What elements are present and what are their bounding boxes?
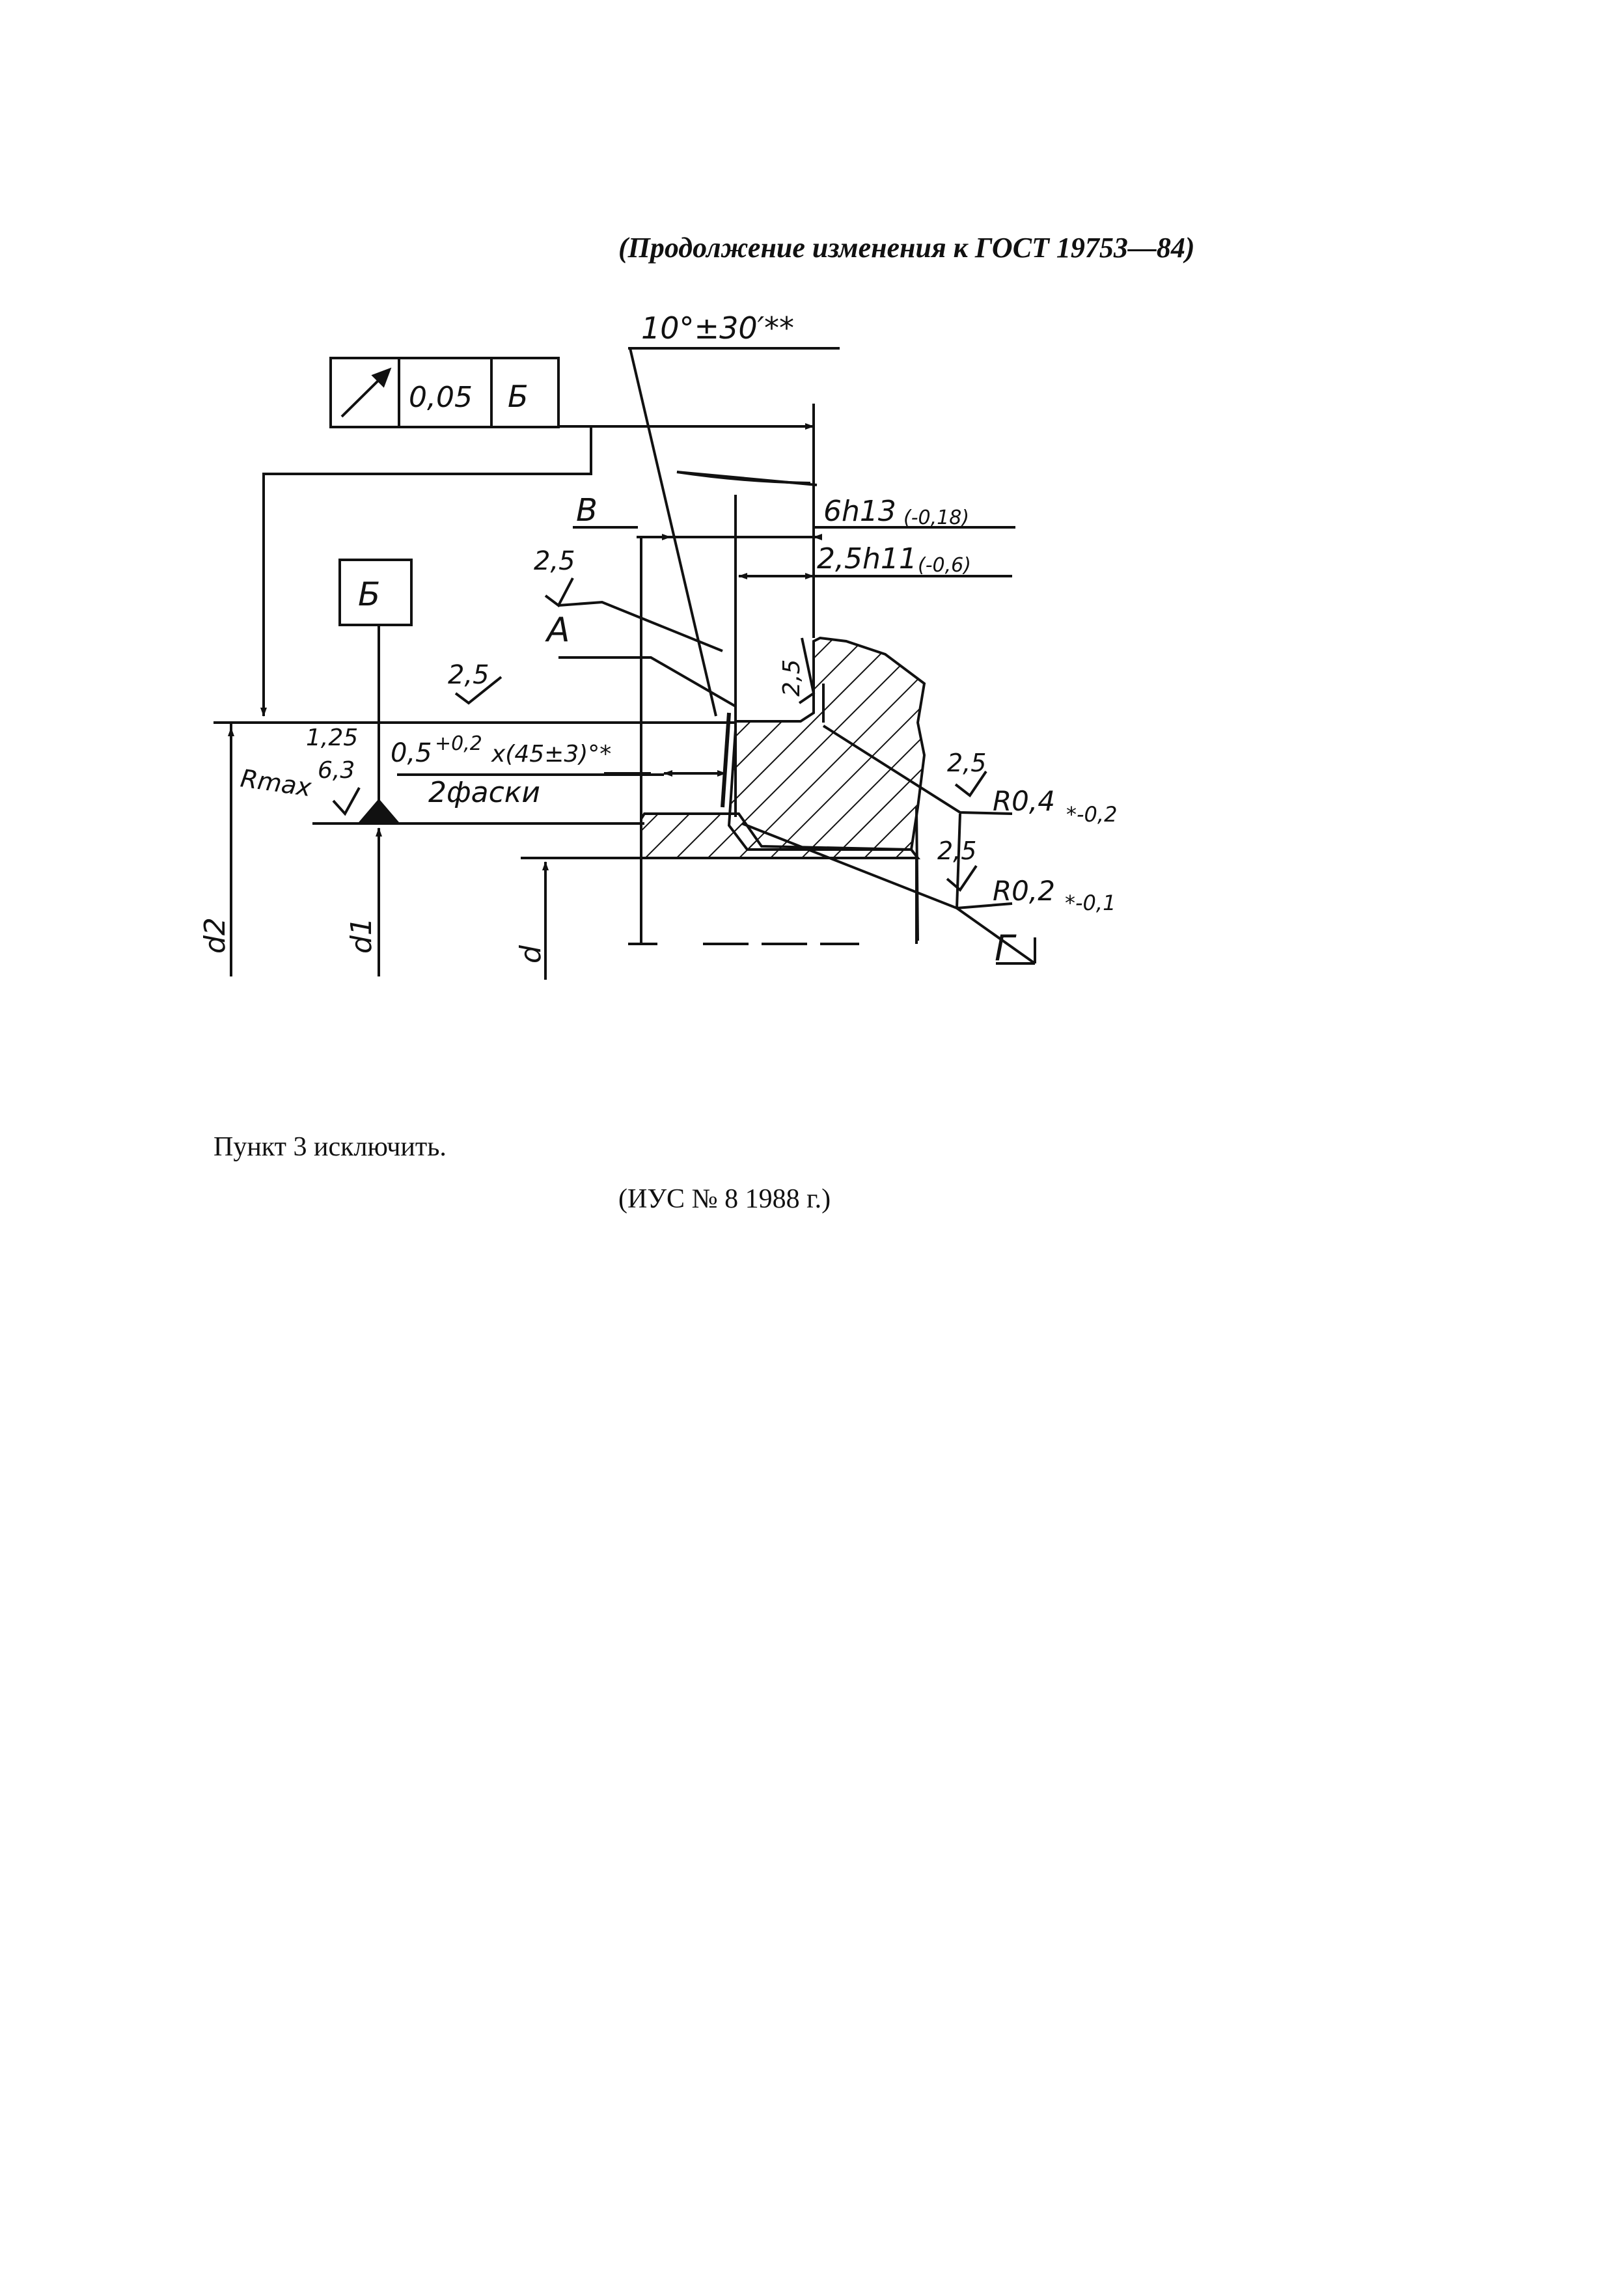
dim-6h13-tol: (-0,18) [903,506,969,529]
leader-lines [397,600,1036,965]
source-reference: (ИУС № 8 1988 г.) [618,1184,831,1214]
roughness-r04: 2,5 [947,749,986,777]
roughness-vertical: 2,5 [778,659,805,697]
label-a: А [545,611,570,650]
rmax-label: Rmax [239,764,314,802]
dim-2-5h11-tol: (-0,6) [918,554,971,577]
datum-box [338,559,413,807]
dim-2-5h11: 2,5h11 [817,542,917,575]
chamfer-value: 0,5 [391,738,432,768]
part-section [628,636,926,945]
label-d2: d2 [199,917,232,954]
clause-text: Пункт 3 исключить. [213,1132,447,1162]
radius-r04: R0,4 [993,785,1055,817]
radius-r04-tol: *-0,2 [1066,802,1117,827]
dim-6h13: 6h13 [823,495,896,528]
angle-label: 10°±30′** [641,311,794,346]
tolerance-datum: Б [508,379,529,414]
diameter-dimensions [213,721,736,980]
tolerance-frame [260,357,814,717]
angle-dimension [628,347,840,817]
roughness-marks [332,577,987,892]
label-d: d [514,945,547,963]
chamfer-note: 2фаски [428,776,540,809]
chamfer-tol: +0,2 [435,732,482,755]
label-g: Г [995,928,1017,969]
linear-dimensions [573,404,1015,820]
dim-b-label: В [576,492,598,529]
drawing-labels: 0,05 Б Б 10°±30′** В 6h13 (-0,18) 2,5h11… [199,311,1117,969]
radius-r02: R0,2 [993,875,1055,907]
roughness-1-25: 1,25 [306,725,358,751]
runout-arrow-icon [340,367,392,418]
page-header: (Продолжение изменения к ГОСТ 19753—84) [618,232,1195,264]
rmax-value: 6,3 [318,757,355,784]
datum-label: Б [358,575,380,613]
roughness-top-left: 2,5 [534,546,575,576]
tolerance-value: 0,05 [409,381,473,414]
label-d1: d1 [345,917,378,954]
chamfer-angle: x(45±3)°* [491,741,611,768]
roughness-center: 2,5 [448,660,489,690]
radius-r02-tol: *-0,1 [1065,891,1116,915]
roughness-r02: 2,5 [937,837,976,865]
